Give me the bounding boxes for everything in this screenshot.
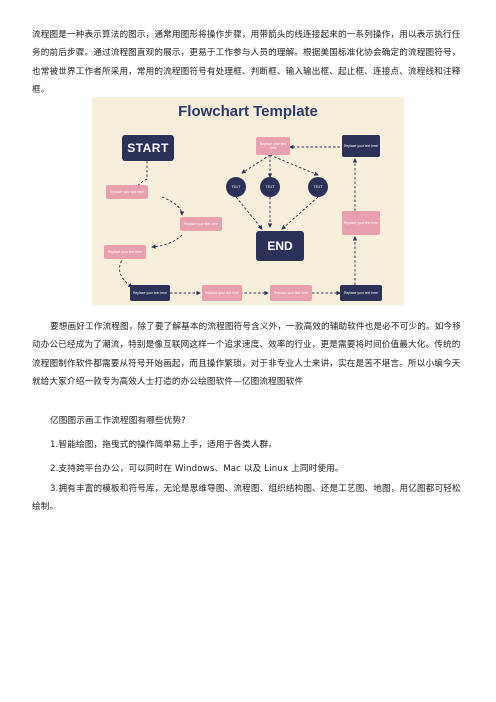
body-paragraph: 要想画好工作流程图，除了要了解基本的流程图符号含义外，一款高效的辅助软件也是必不…	[32, 322, 461, 388]
flowchart-title: Flowchart Template	[178, 103, 318, 120]
process-box: Replace your text here	[202, 285, 242, 301]
text-circle: TEXT	[308, 177, 328, 197]
process-box: Replace your text here	[342, 211, 380, 235]
flowchart-connectors	[119, 144, 358, 296]
start-box: START	[122, 135, 174, 161]
process-box: Replace your text here	[256, 137, 290, 155]
point-3: 3.拥有丰富的模板和符号库，无论是思维导图、流程图、组织结构图、还是工艺图、地图…	[32, 484, 461, 513]
text-circle: TEXT	[226, 177, 246, 197]
point-1: 1.智能绘图，拖曳式的操作简单易上手，适用于各类人群。	[50, 440, 278, 450]
process-box: Replace your text here	[104, 245, 146, 259]
flowchart-image: Flowchart Template START Replace your te…	[92, 97, 404, 305]
point-2: 2.支持跨平台办公，可以同时在 Windows、Mac 以及 Linux 上同时…	[50, 464, 344, 474]
process-box: Replace your text here	[340, 285, 382, 301]
process-box: Replace your text here	[106, 185, 148, 199]
process-box: Replace your text here	[180, 217, 222, 231]
process-box: Replace your text here	[342, 135, 380, 157]
process-box: Replace your text here	[270, 285, 312, 301]
question-line: 亿图图示画工作流程图有哪些优势?	[50, 416, 186, 426]
process-box: Replace your text here	[130, 285, 170, 301]
intro-paragraph: 流程图是一种表示算法的图示，通常用图形将操作步骤，用带箭头的线连接起来的一系列操…	[32, 30, 461, 96]
end-box: END	[256, 231, 304, 261]
text-circle: TEXT	[260, 177, 280, 197]
